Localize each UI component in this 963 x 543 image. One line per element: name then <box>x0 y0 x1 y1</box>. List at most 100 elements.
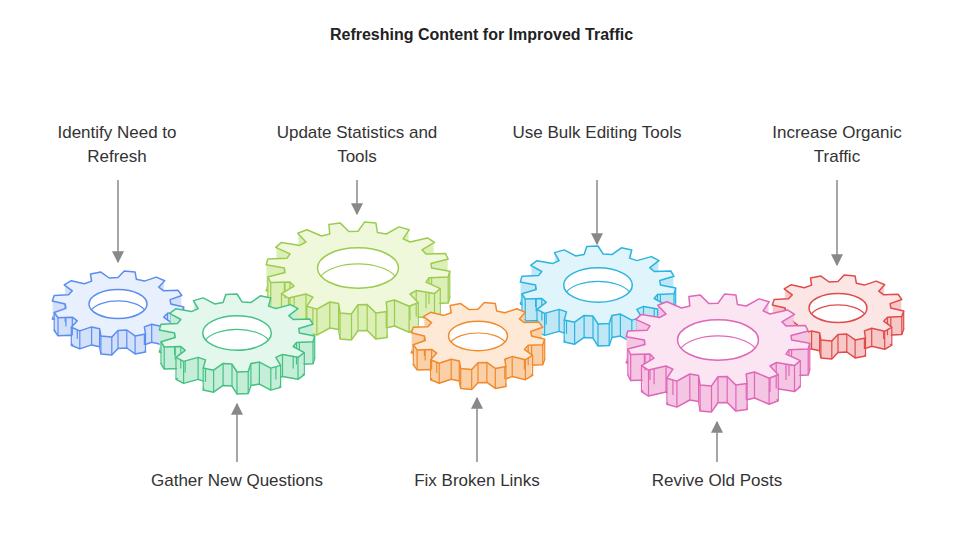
gear-edge <box>145 334 146 352</box>
gear-face <box>520 246 675 324</box>
gear-edge <box>394 300 395 326</box>
gear-edge <box>413 345 414 365</box>
gear-hole-depth <box>91 301 144 310</box>
gear-edge <box>351 314 352 340</box>
gear-edge <box>727 377 728 403</box>
leader-arrow <box>716 422 718 462</box>
gear-edge <box>871 328 872 346</box>
gear-edge <box>151 324 152 342</box>
gear-hole <box>678 320 759 360</box>
gear-edge <box>305 294 306 320</box>
gear-edge <box>820 340 821 358</box>
gear-edge <box>79 331 80 349</box>
gear-edge <box>282 354 283 376</box>
gear-edge <box>592 316 593 338</box>
gear-edge <box>794 366 795 392</box>
leader-arrow <box>596 180 598 244</box>
leader-arrow <box>356 180 358 214</box>
gear-edge <box>884 331 885 349</box>
step-label: Increase Organic Traffic <box>747 121 927 169</box>
gear-edge <box>387 312 388 338</box>
gear-edge <box>532 355 533 375</box>
gear-edge <box>160 342 161 364</box>
gear-edge <box>448 277 449 303</box>
gear-edge <box>126 330 127 348</box>
gear-edge <box>525 299 526 321</box>
gear-edge <box>891 327 892 345</box>
step-label: Identify Need to Refresh <box>27 121 207 169</box>
gear-edge <box>231 364 232 386</box>
gear-edge <box>312 342 313 364</box>
gear-edge <box>183 361 184 383</box>
gear-face <box>159 294 314 372</box>
gear-edge <box>676 381 677 407</box>
gear-edge <box>375 313 376 339</box>
gear-edge <box>471 369 472 389</box>
gear-hole <box>318 248 399 288</box>
gear-edge <box>111 337 112 355</box>
gear-edge <box>630 355 631 381</box>
gear-edge <box>54 313 55 331</box>
gear-edge <box>609 324 610 346</box>
gear-edge <box>846 334 847 352</box>
step-label: Update Statistics and Tools <box>267 121 447 169</box>
gear-hole-depth <box>566 281 629 292</box>
gear-edge <box>831 341 832 359</box>
gear-edge <box>542 345 543 365</box>
gear-hole-depth <box>451 333 505 342</box>
gear-edge <box>439 363 440 383</box>
gear-edge <box>297 357 298 379</box>
gear-edge <box>544 313 545 335</box>
leader-arrow <box>836 180 838 265</box>
leader-arrow <box>117 180 119 262</box>
gear-edge <box>91 327 92 345</box>
gear-edge <box>583 315 584 337</box>
gear-edge <box>477 363 478 383</box>
gear-face <box>411 303 544 370</box>
gear-edge <box>440 289 441 315</box>
gear-edge <box>717 377 718 403</box>
gear-edge <box>417 350 418 370</box>
gear-edge <box>641 366 642 392</box>
gear-edge <box>768 378 769 404</box>
gear-edge <box>597 324 598 346</box>
gear-edge <box>418 303 419 329</box>
gear-edge <box>800 361 801 387</box>
gear-edge <box>648 370 649 396</box>
gear-edge <box>627 349 628 375</box>
gear-edge <box>280 365 281 387</box>
gear-edge <box>57 318 58 336</box>
gear-hole-depth <box>811 305 864 314</box>
gear-hole-depth <box>205 329 268 340</box>
gear-edge <box>203 368 204 390</box>
gear-group <box>52 222 903 412</box>
gear-edge <box>808 349 809 375</box>
gear-edge <box>198 357 199 379</box>
gear-edge <box>304 353 305 375</box>
gear-face <box>626 294 810 386</box>
gear-edge <box>495 368 496 388</box>
gear-hole <box>449 321 508 350</box>
gear-edge <box>329 302 330 328</box>
gear-edge <box>409 306 410 332</box>
gear-edge <box>213 370 214 392</box>
step-label: Revive Old Posts <box>627 469 807 493</box>
step-label: Use Bulk Editing Tools <box>507 121 687 145</box>
gear-edge <box>699 385 700 411</box>
gear-hole-depth <box>321 264 395 276</box>
gear-edge <box>357 305 358 331</box>
gear-edge <box>340 313 341 339</box>
gear-edge <box>451 359 452 379</box>
gear-hole-depth <box>681 336 755 348</box>
gear-edge <box>865 338 866 356</box>
step-label: Fix Broken Links <box>387 469 567 493</box>
gear-hole <box>564 268 633 302</box>
gear <box>626 294 810 412</box>
gear-hole <box>809 294 867 323</box>
gear-edge <box>236 372 237 394</box>
gear-edge <box>778 375 779 401</box>
gear-edge <box>735 385 736 411</box>
gear-edge <box>460 368 461 388</box>
gear <box>411 303 544 390</box>
